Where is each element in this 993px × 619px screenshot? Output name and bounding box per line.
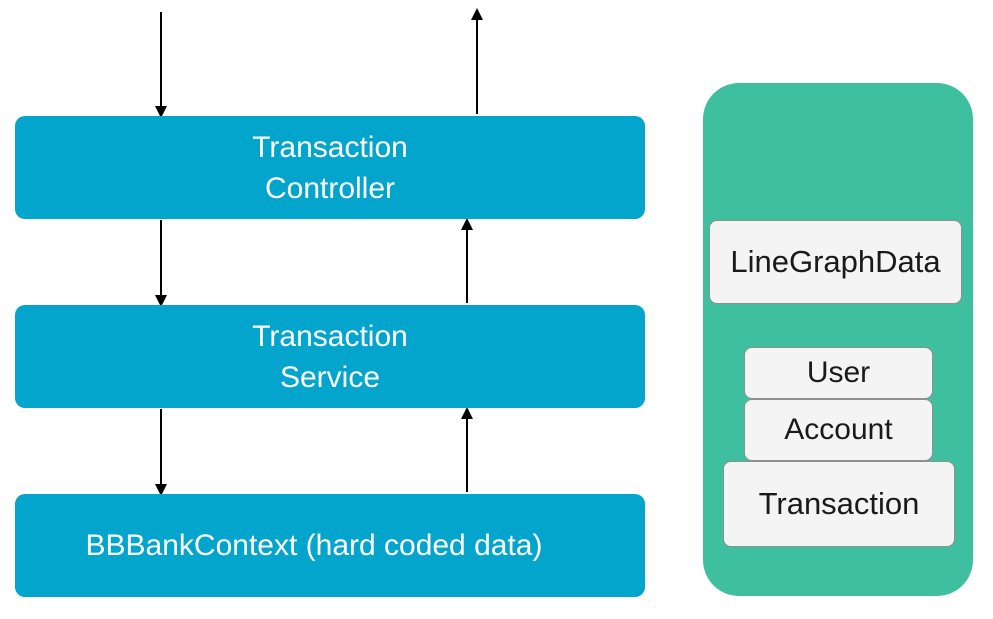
transaction-controller-box: Transaction Controller bbox=[15, 116, 645, 219]
transaction-service-label-line1: Transaction bbox=[252, 319, 408, 353]
model-transaction-box: Transaction bbox=[723, 461, 955, 547]
transaction-controller-label-line2: Controller bbox=[264, 171, 396, 205]
bbbank-context-box: BBBankContext (hard coded data) bbox=[15, 494, 645, 597]
model-user-label: User bbox=[806, 356, 871, 389]
model-transaction-label: Transaction bbox=[758, 486, 920, 521]
transaction-controller-label-line1: Transaction bbox=[252, 130, 408, 164]
model-linegraphdata-label: LineGraphData bbox=[730, 244, 941, 279]
model-account-box: Account bbox=[744, 399, 933, 461]
bbbank-context-label: BBBankContext (hard coded data) bbox=[85, 529, 543, 562]
model-linegraphdata-box: LineGraphData bbox=[709, 220, 962, 304]
transaction-service-box: Transaction Service bbox=[15, 305, 645, 408]
transaction-service-label-line2: Service bbox=[279, 360, 381, 394]
model-user-box: User bbox=[744, 347, 933, 399]
model-account-label: Account bbox=[784, 413, 893, 446]
